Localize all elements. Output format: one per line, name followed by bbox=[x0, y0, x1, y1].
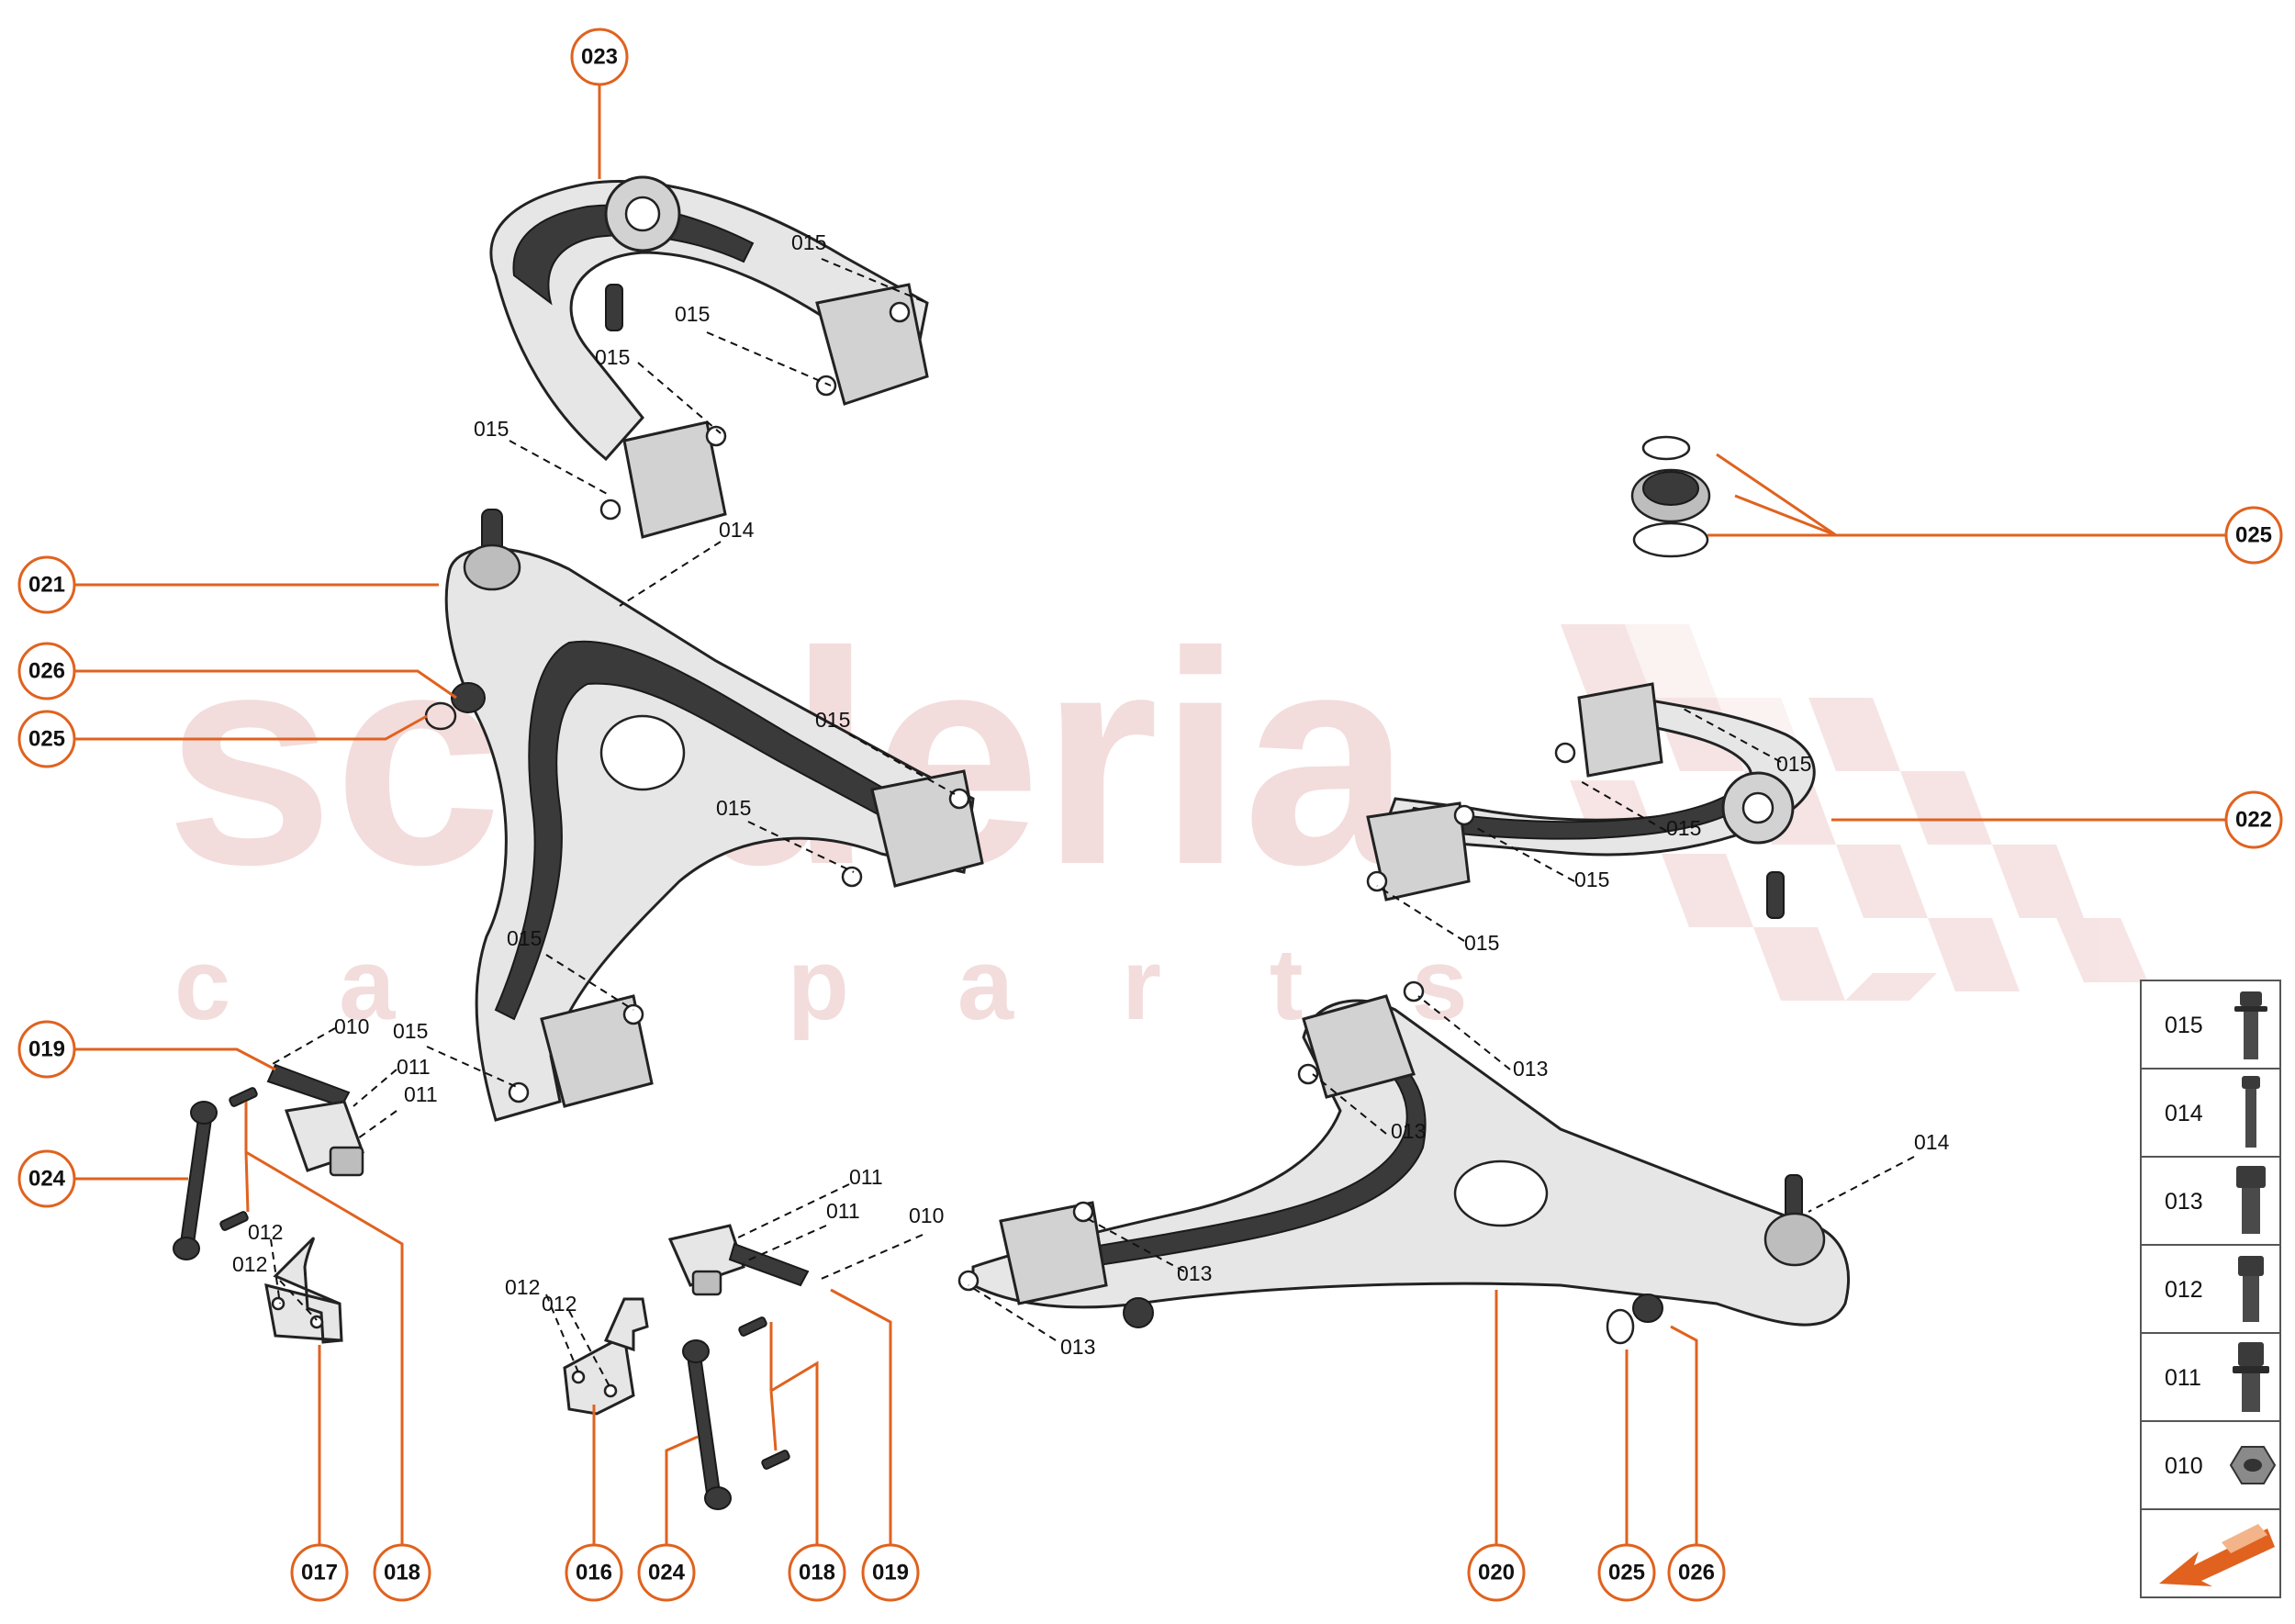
svg-text:022: 022 bbox=[2235, 808, 2272, 833]
sublabel-015: 015 bbox=[1464, 931, 1499, 955]
legend-code-015: 015 bbox=[2165, 1013, 2203, 1038]
legend-code-014: 014 bbox=[2165, 1101, 2203, 1126]
sublabel-010: 010 bbox=[909, 1204, 944, 1227]
callout-leaders bbox=[74, 84, 2226, 1545]
callout-018[interactable]: 018 bbox=[788, 1543, 846, 1602]
hex-nut-icon bbox=[2229, 1446, 2277, 1484]
svg-text:020: 020 bbox=[1478, 1561, 1515, 1585]
callout-023[interactable]: 023 bbox=[570, 28, 629, 86]
hex-bolt-short-icon bbox=[2238, 1256, 2264, 1322]
sublabel-013: 013 bbox=[1391, 1119, 1426, 1143]
sublabel-015: 015 bbox=[595, 345, 630, 369]
legend-code-011: 011 bbox=[2165, 1365, 2201, 1391]
sublabel-011: 011 bbox=[849, 1165, 883, 1189]
callout-016[interactable]: 016 bbox=[565, 1543, 623, 1602]
sublabel-015: 015 bbox=[815, 708, 850, 732]
height-sensor-019-left bbox=[266, 1063, 364, 1177]
svg-text:024: 024 bbox=[648, 1561, 686, 1585]
callout-017[interactable]: 017 bbox=[290, 1543, 349, 1602]
svg-text:025: 025 bbox=[2235, 523, 2272, 548]
sublabels: 015 015 015 015 014 015 015 015 015 010 … bbox=[232, 230, 1950, 1359]
bracket-017 bbox=[264, 1237, 343, 1344]
bracket-016 bbox=[563, 1297, 649, 1416]
svg-text:018: 018 bbox=[799, 1561, 835, 1585]
fastener-legend: 015 014 013 012 011 010 bbox=[2140, 980, 2281, 1598]
sublabel-011: 011 bbox=[404, 1082, 438, 1106]
sublabel-012: 012 bbox=[505, 1275, 540, 1299]
svg-text:018: 018 bbox=[384, 1561, 420, 1585]
svg-text:017: 017 bbox=[301, 1561, 338, 1585]
callout-026[interactable]: 026 bbox=[1667, 1543, 1726, 1602]
svg-text:025: 025 bbox=[1608, 1561, 1645, 1585]
lower-control-arm-021 bbox=[444, 509, 984, 1122]
plug-nut-right bbox=[1632, 1294, 1663, 1323]
svg-text:026: 026 bbox=[28, 659, 65, 684]
sublabel-015: 015 bbox=[474, 417, 509, 441]
callout-019[interactable]: 019 bbox=[861, 1543, 920, 1602]
callout-025[interactable]: 025 bbox=[17, 710, 76, 768]
callout-022[interactable]: 022 bbox=[2224, 790, 2283, 849]
sublabel-012: 012 bbox=[248, 1220, 283, 1244]
sublabel-013: 013 bbox=[1177, 1261, 1212, 1285]
sublabel-015: 015 bbox=[1666, 816, 1701, 840]
svg-text:026: 026 bbox=[1678, 1561, 1715, 1585]
hex-bolt-medium-icon bbox=[2236, 1166, 2266, 1234]
height-sensor-019-middle bbox=[667, 1224, 810, 1296]
stud-bolt-icon bbox=[2233, 1342, 2269, 1412]
sublabel-015: 015 bbox=[507, 926, 542, 950]
link-rod-024-middle bbox=[682, 1339, 732, 1510]
sublabel-013: 013 bbox=[1513, 1057, 1548, 1081]
checkered-flag-watermark bbox=[1561, 624, 2148, 1001]
callout-018[interactable]: 018 bbox=[373, 1543, 431, 1602]
callout-024[interactable]: 024 bbox=[637, 1543, 696, 1602]
sublabel-015: 015 bbox=[716, 796, 751, 820]
sublabel-015: 015 bbox=[393, 1019, 428, 1043]
callout-025[interactable]: 025 bbox=[1597, 1543, 1656, 1602]
sublabel-015: 015 bbox=[1776, 752, 1811, 776]
small-bolts-left bbox=[219, 1087, 258, 1231]
upper-control-arm-022 bbox=[1366, 682, 1816, 919]
svg-text:019: 019 bbox=[28, 1037, 65, 1062]
callout-026[interactable]: 026 bbox=[17, 642, 76, 700]
sublabel-014: 014 bbox=[1914, 1130, 1950, 1154]
sublabel-010: 010 bbox=[334, 1014, 369, 1038]
svg-text:021: 021 bbox=[28, 573, 65, 598]
sublabel-pointers bbox=[270, 258, 1915, 1389]
sublabel-015: 015 bbox=[791, 230, 826, 254]
legend-code-010: 010 bbox=[2165, 1453, 2203, 1479]
lower-control-arm-020 bbox=[957, 980, 1850, 1328]
legend-code-012: 012 bbox=[2165, 1277, 2203, 1303]
svg-text:023: 023 bbox=[581, 45, 618, 70]
sublabel-011: 011 bbox=[826, 1199, 860, 1223]
seal-kit-025 bbox=[1630, 435, 1711, 558]
callout-019[interactable]: 019 bbox=[17, 1020, 76, 1079]
svg-text:016: 016 bbox=[576, 1561, 612, 1585]
callout-020[interactable]: 020 bbox=[1467, 1543, 1526, 1602]
sublabel-012: 012 bbox=[542, 1292, 577, 1316]
callout-021[interactable]: 021 bbox=[17, 555, 76, 614]
sublabel-014: 014 bbox=[719, 518, 755, 542]
svg-text:019: 019 bbox=[872, 1561, 909, 1585]
callout-025[interactable]: 025 bbox=[2224, 506, 2283, 565]
legend-code-013: 013 bbox=[2165, 1189, 2203, 1215]
thin-long-bolt-icon bbox=[2242, 1076, 2260, 1148]
svg-text:024: 024 bbox=[28, 1167, 66, 1192]
flange-bolt-long-icon bbox=[2234, 991, 2267, 1059]
sublabel-015: 015 bbox=[675, 302, 710, 326]
watermark-sub-text: car parts bbox=[174, 928, 1576, 1041]
orientation-arrow-icon bbox=[2159, 1524, 2275, 1586]
plug-nut-left bbox=[451, 682, 486, 713]
link-rod-024-left bbox=[173, 1101, 218, 1260]
sublabel-015: 015 bbox=[1574, 868, 1609, 891]
sublabel-011: 011 bbox=[397, 1055, 431, 1079]
svg-text:025: 025 bbox=[28, 727, 65, 752]
sublabel-013: 013 bbox=[1060, 1335, 1095, 1359]
retaining-ring-right bbox=[1606, 1308, 1635, 1345]
upper-control-arm-023 bbox=[489, 175, 929, 539]
sublabel-012: 012 bbox=[232, 1252, 267, 1276]
callout-024[interactable]: 024 bbox=[17, 1149, 76, 1208]
small-bolts-middle bbox=[738, 1316, 790, 1470]
